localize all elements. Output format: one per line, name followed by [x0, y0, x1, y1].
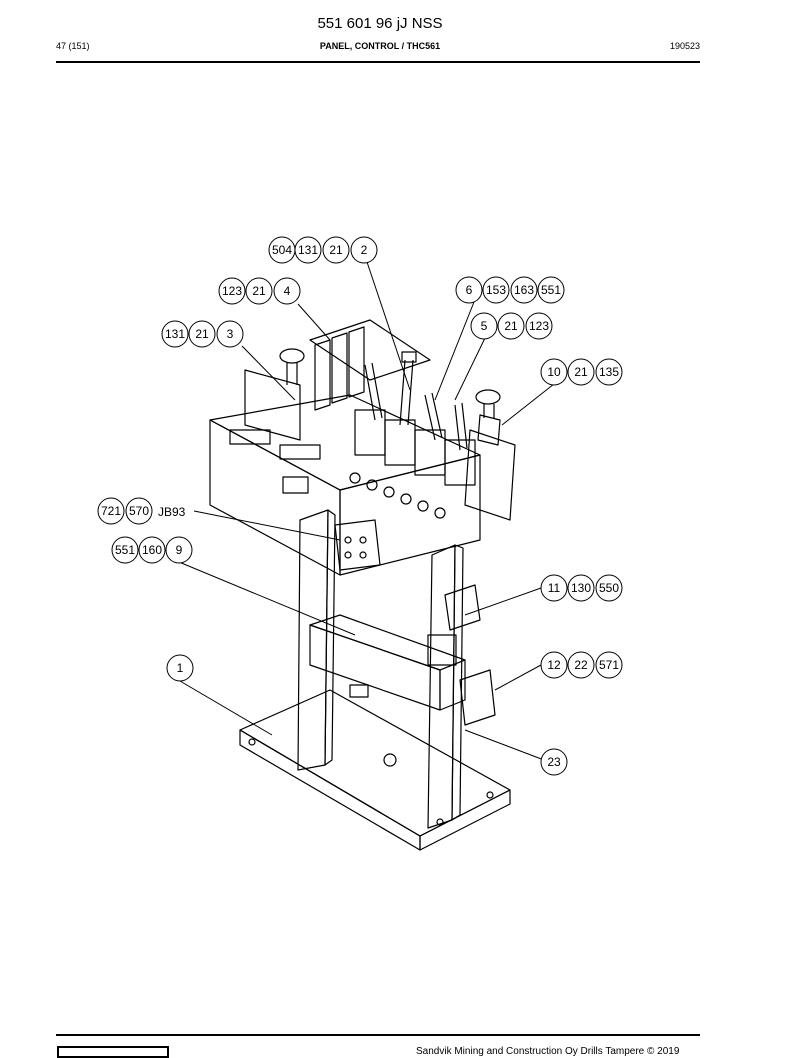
- callout-number: 570: [129, 504, 149, 518]
- callout-number: 3: [227, 327, 234, 341]
- callout-number: 21: [574, 365, 588, 379]
- callout-number: 153: [486, 283, 506, 297]
- callout-circle: [567, 651, 595, 679]
- callout-number: 130: [571, 581, 591, 595]
- callout-circle: [540, 574, 568, 602]
- callout-circle: [455, 276, 483, 304]
- callout-number: 21: [252, 284, 266, 298]
- callout-number: 571: [599, 658, 619, 672]
- callout-circle: [216, 320, 244, 348]
- callout-number: 4: [284, 284, 291, 298]
- page-title: PANEL, CONTROL / THC561: [319, 41, 441, 51]
- callout-number: 1: [177, 661, 184, 675]
- callout-number: 2: [361, 243, 368, 257]
- leader-lines: [178, 261, 555, 761]
- callout-number: 11: [548, 581, 561, 595]
- callout-number: 131: [165, 327, 185, 341]
- sandvik-logo: [57, 1046, 169, 1058]
- callout-number: 721: [101, 504, 121, 518]
- callout-circle: [138, 536, 166, 564]
- callout-number: 12: [547, 658, 561, 672]
- callout-circle: [273, 277, 301, 305]
- callout-number: 135: [599, 365, 619, 379]
- callout-circle: [540, 748, 568, 776]
- callout-circle: [294, 236, 322, 264]
- callout-circle: [188, 320, 216, 348]
- callout-number: 21: [329, 243, 343, 257]
- callout-circle: [470, 312, 498, 340]
- callout-circle: [165, 536, 193, 564]
- callout-group-c7: 721 570: [97, 497, 153, 525]
- callout-circle: [510, 276, 538, 304]
- callout-circle: [595, 651, 623, 679]
- control-panel-illustration: [209, 319, 516, 851]
- callout-number: 10: [547, 365, 561, 379]
- copyright-text: Sandvik Mining and Construction Oy Drill…: [416, 1046, 680, 1057]
- callout-circle: [497, 312, 525, 340]
- callout-circle: [97, 497, 125, 525]
- callout-circle: [166, 654, 194, 682]
- callout-circle: [537, 276, 565, 304]
- callout-circle: [525, 312, 553, 340]
- callout-number: 21: [504, 319, 518, 333]
- callout-circle: [540, 651, 568, 679]
- callout-group-c9: 11 130 550: [540, 574, 623, 602]
- callout-number: 23: [547, 755, 561, 769]
- revision-date: 190523: [669, 41, 700, 51]
- callout-group-c3: 6 153 163 551: [455, 276, 565, 304]
- callout-number: 9: [176, 543, 183, 557]
- callout-number: 123: [529, 319, 549, 333]
- callout-number: 131: [298, 243, 318, 257]
- callout-group-c11: 12 22 571: [540, 651, 623, 679]
- callout-group-c2: 123 21 4: [218, 277, 301, 305]
- callout-circle: [350, 236, 378, 264]
- callout-group-c5: 5 21 123: [470, 312, 553, 340]
- callout-number: 551: [115, 543, 135, 557]
- footer-rule: [56, 1034, 700, 1036]
- callout-number: 163: [514, 283, 534, 297]
- callout-number: 6: [466, 283, 473, 297]
- callout-circle: [595, 574, 623, 602]
- callout-number: 5: [481, 319, 488, 333]
- callout-circle: [125, 497, 153, 525]
- callout-circle: [322, 236, 350, 264]
- callout-circle: [482, 276, 510, 304]
- page-number: 47 (151): [56, 41, 90, 51]
- callout-number: 123: [222, 284, 242, 298]
- jb93-label: JB93: [158, 505, 186, 519]
- callout-group-c12: 23: [540, 748, 568, 776]
- callout-group-c8: 551 160 9: [111, 536, 193, 564]
- callout-circle: [567, 574, 595, 602]
- callout-group-c1: 504 131 21 2: [268, 236, 378, 264]
- callout-circle: [540, 358, 568, 386]
- callout-number: 21: [195, 327, 209, 341]
- header-rule: [56, 61, 700, 63]
- callout-circle: [595, 358, 623, 386]
- document-number: 551 601 96 jJ NSS: [317, 15, 443, 32]
- callout-number: 551: [541, 283, 561, 297]
- callout-circle: [161, 320, 189, 348]
- callout-group-c6: 10 21 135: [540, 358, 623, 386]
- callout-number: 550: [599, 581, 619, 595]
- callout-number: 160: [142, 543, 162, 557]
- callout-group-c4: 131 21 3: [161, 320, 244, 348]
- callout-group-c10: 1: [166, 654, 194, 682]
- callout-number: 22: [574, 658, 588, 672]
- callout-circle: [245, 277, 273, 305]
- callout-circle: [218, 277, 246, 305]
- callout-number: 504: [272, 243, 292, 257]
- callout-circle: [567, 358, 595, 386]
- callout-circle: [111, 536, 139, 564]
